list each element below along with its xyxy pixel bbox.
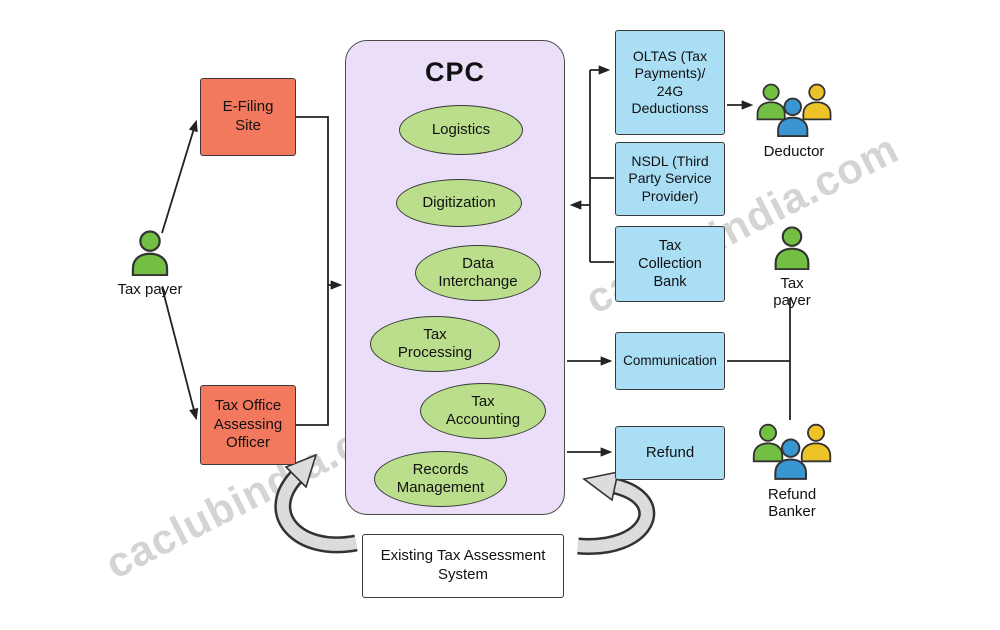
efiling-site-box: E-Filing Site <box>200 78 296 156</box>
deductor-group: Deductor <box>748 82 840 160</box>
deductor-label: Deductor <box>763 143 825 160</box>
tax-collection-bank-box: Tax Collection Bank <box>615 226 725 302</box>
tax-payer-right-label: Tax payer <box>773 275 811 309</box>
refund-banker-group: Refund Banker <box>742 422 842 520</box>
tax-office-box: Tax Office Assessing Officer <box>200 385 296 465</box>
nsdl-box: NSDL (Third Party Service Provider) <box>615 142 725 216</box>
module-records-management: Records Management <box>374 451 507 507</box>
existing-system-box: Existing Tax Assessment System <box>362 534 564 598</box>
module-tax-accounting: Tax Accounting <box>420 383 546 439</box>
communication-box: Communication <box>615 332 725 390</box>
module-logistics: Logistics <box>399 105 523 155</box>
module-data-interchange: Data Interchange <box>415 245 541 301</box>
person-icon <box>131 230 169 276</box>
migration-arrow-right <box>577 470 656 555</box>
line-left-junction <box>296 116 329 426</box>
person-icon <box>774 226 810 270</box>
arrow-taxpayer-to-efiling <box>161 119 198 234</box>
people-group-icon <box>756 83 832 138</box>
cpc-container: CPC Logistics Digitization Data Intercha… <box>345 40 565 515</box>
people-group-icon <box>752 423 832 480</box>
tax-payer-right: Tax payer <box>760 226 824 309</box>
refund-box: Refund <box>615 426 725 480</box>
tax-payer-left-label: Tax payer <box>117 281 183 298</box>
refund-banker-label: Refund Banker <box>767 486 817 520</box>
cpc-title: CPC <box>424 57 485 87</box>
module-digitization: Digitization <box>396 179 522 227</box>
oltas-box: OLTAS (Tax Payments)/ 24G Deductionss <box>615 30 725 135</box>
arrow-taxpayer-to-taxoffice <box>161 286 199 421</box>
module-tax-processing: Tax Processing <box>370 316 500 372</box>
tax-payer-left: Tax payer <box>114 230 186 298</box>
